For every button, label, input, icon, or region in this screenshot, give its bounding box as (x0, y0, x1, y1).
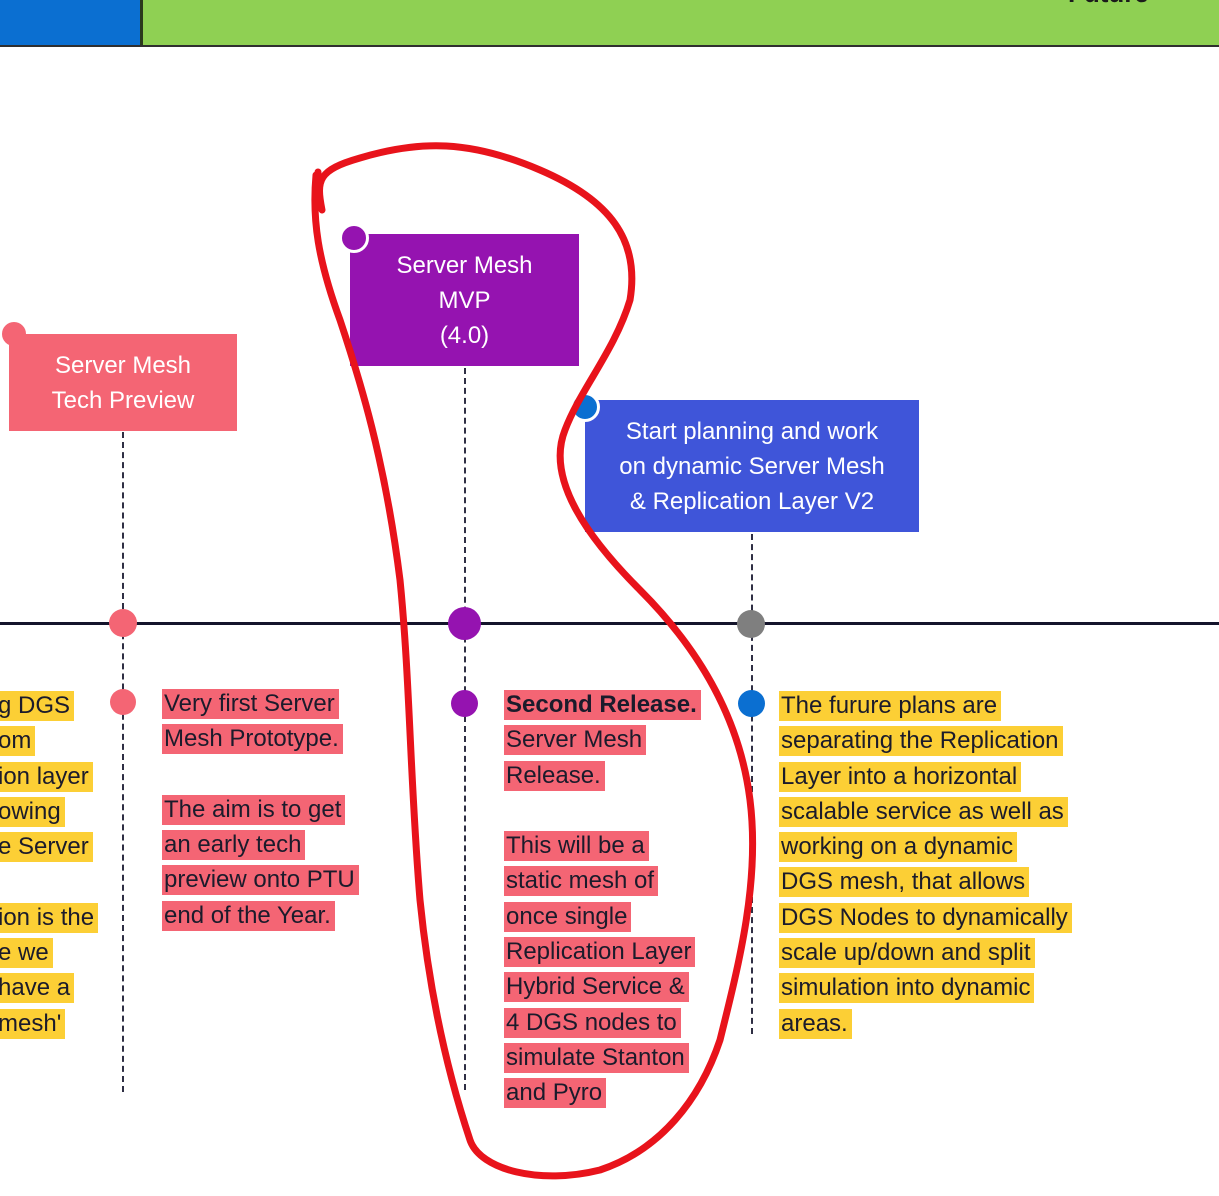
note-line: e we (0, 938, 53, 969)
header-band-left (0, 0, 140, 46)
note-line: mesh' (0, 1008, 66, 1039)
note-line: Release. (504, 760, 605, 791)
note-line: 4 DGS nodes to (504, 1007, 681, 1038)
mvp-box: Server Mesh MVP (4.0) (350, 234, 579, 366)
mvp-title-line: MVP (438, 286, 491, 314)
note-line: Server Mesh (504, 725, 647, 756)
v2-box: Start planning and work on dynamic Serve… (585, 400, 919, 532)
v2-title-line: Start planning and work (625, 417, 879, 445)
note-dot-tech-preview (110, 689, 136, 715)
note-line: Layer into a horizontal (779, 761, 1022, 792)
v2-title-line: & Replication Layer V2 (629, 487, 875, 515)
timeline-axis (0, 622, 1219, 625)
note-line: end of the Year. (162, 900, 335, 931)
timeline-dot-tech-preview (109, 609, 137, 637)
connector-mvp (464, 368, 466, 1090)
connector-tech-preview (122, 432, 124, 1092)
note-line: preview onto PTU (162, 865, 359, 896)
v2-title-line: on dynamic Server Mesh (619, 452, 885, 480)
note-line: DGS Nodes to dynamically (779, 902, 1072, 933)
timeline-dot-v2 (737, 610, 765, 638)
header-future-label: Future (1068, 0, 1149, 9)
tech-preview-title-line: Tech Preview (51, 386, 195, 414)
note-line: have a (0, 973, 75, 1004)
tech-preview-box: Server Mesh Tech Preview (9, 334, 237, 431)
mvp-corner-dot (339, 223, 369, 253)
note-line: once single (504, 901, 632, 932)
note-line: This will be a (504, 831, 649, 862)
note-line: working on a dynamic (779, 832, 1018, 863)
note-line: an early tech (162, 830, 306, 861)
header-band-future (140, 0, 1219, 46)
note-line: Replication Layer (504, 937, 696, 968)
note-line: scale up/down and split (779, 938, 1035, 969)
mvp-title-line: (4.0) (439, 321, 490, 349)
note-line: areas. (779, 1008, 852, 1039)
note-dot-mvp (451, 690, 478, 717)
note-line: owing (0, 796, 65, 827)
note-line-bold: Second Release. (504, 690, 701, 720)
note-line: e Server (0, 832, 93, 863)
tech-preview-notes: Very first Server Mesh Prototype. The ai… (162, 686, 359, 933)
note-line: om (0, 726, 36, 757)
note-line: static mesh of (504, 866, 659, 897)
tech-preview-title-line: Server Mesh (54, 351, 192, 379)
note-line: simulate Stanton (504, 1042, 689, 1073)
mvp-title-line: Server Mesh (396, 251, 533, 279)
note-line: and Pyro (504, 1078, 607, 1109)
mvp-notes: Second Release. Server Mesh Release. Thi… (504, 687, 701, 1111)
note-line: Mesh Prototype. (162, 724, 343, 755)
note-dot-v2 (738, 690, 765, 717)
v2-notes: The furure plans are separating the Repl… (779, 688, 1072, 1041)
note-line: g DGS (0, 691, 75, 721)
note-line: The furure plans are (779, 691, 1002, 721)
note-line: Very first Server (162, 689, 339, 719)
timeline-dot-mvp (448, 607, 481, 640)
note-line: The aim is to get (162, 794, 346, 825)
note-line: ion is the (0, 902, 99, 933)
left-cut-notes: g DGS om ion layer owing e Server ion is… (0, 688, 99, 1041)
note-line: scalable service as well as (779, 796, 1068, 827)
note-line: separating the Replication (779, 726, 1063, 757)
header-divider (0, 45, 1219, 47)
note-line: ion layer (0, 761, 93, 792)
note-line: Hybrid Service & (504, 972, 689, 1003)
note-line: DGS mesh, that allows (779, 867, 1030, 898)
connector-v2 (751, 534, 753, 1034)
note-line: simulation into dynamic (779, 973, 1035, 1004)
